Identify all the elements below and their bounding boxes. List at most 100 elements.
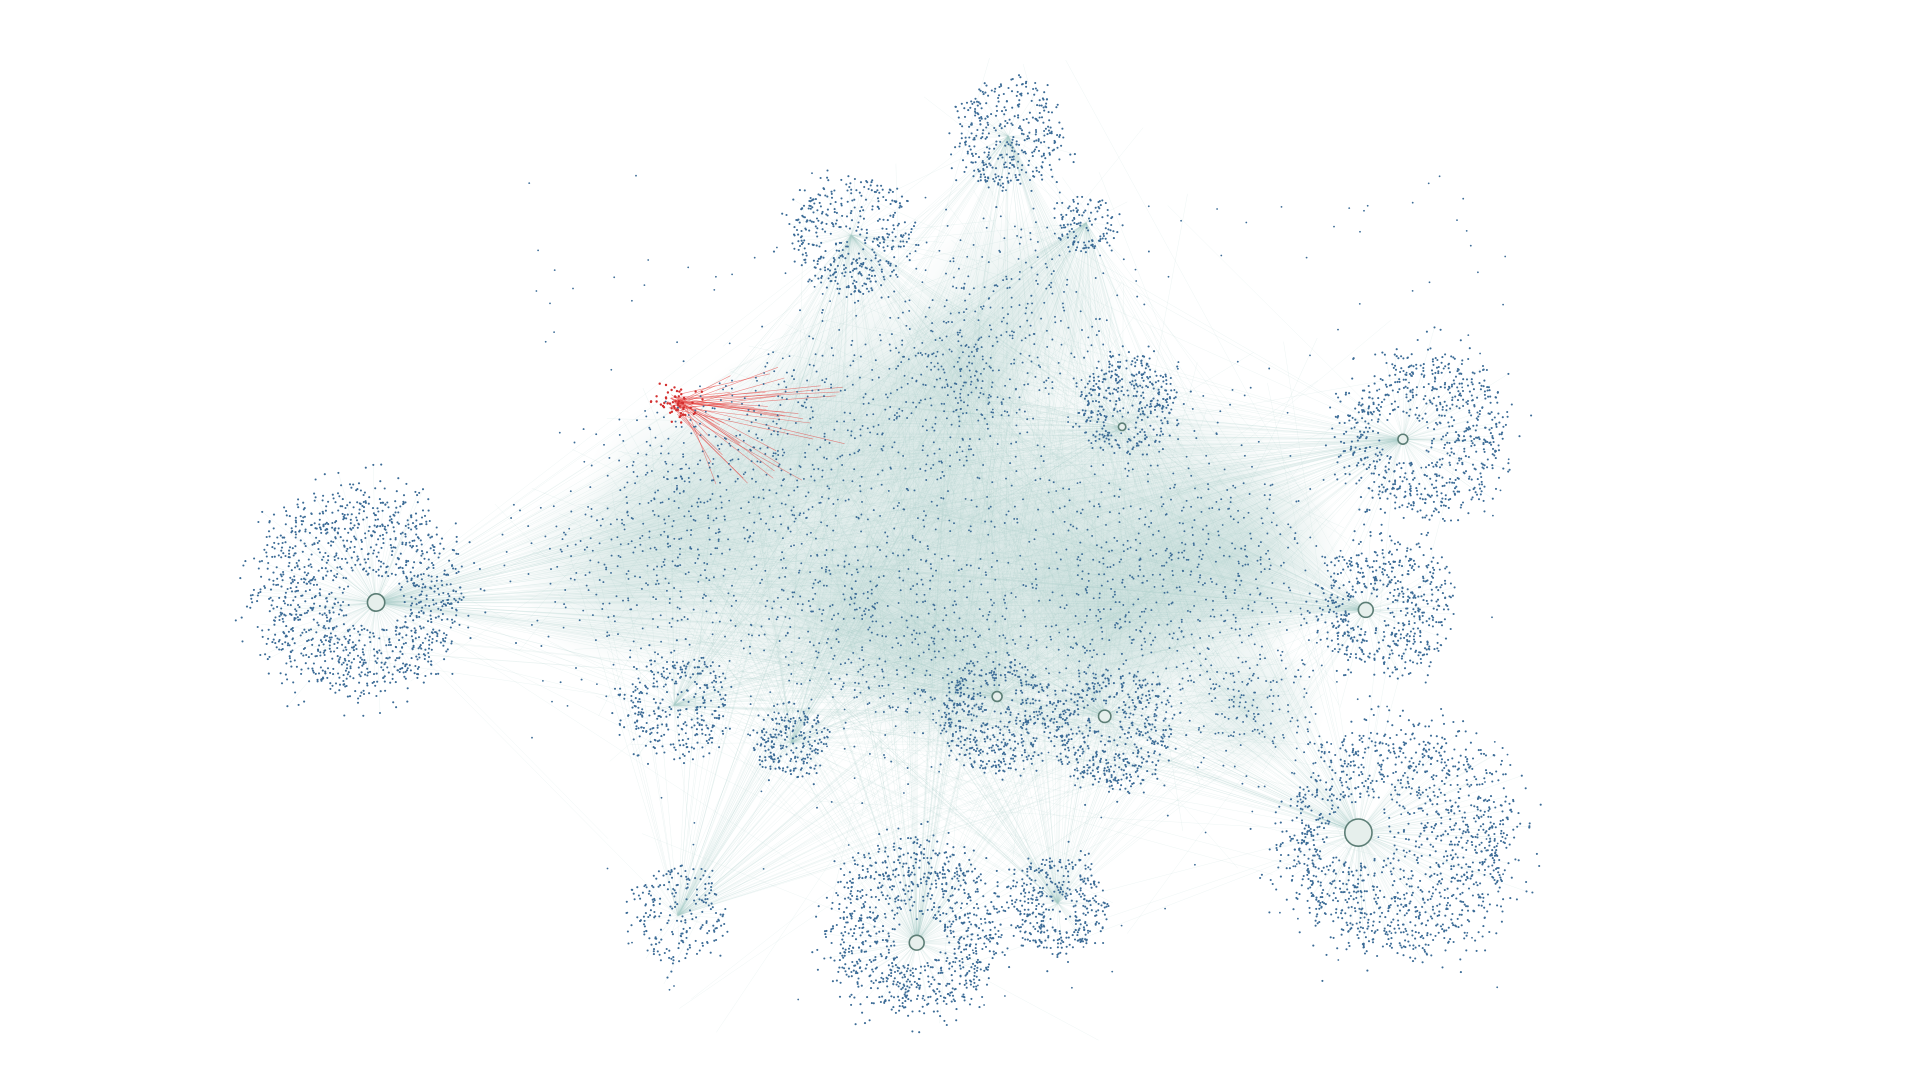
node <box>328 647 331 650</box>
node <box>1034 87 1037 90</box>
edge <box>883 664 1105 717</box>
node <box>836 264 839 267</box>
node <box>1017 160 1020 163</box>
node <box>416 494 419 497</box>
node <box>346 547 349 550</box>
node <box>429 663 433 666</box>
node <box>317 548 320 551</box>
node <box>423 557 426 560</box>
edge <box>623 426 1123 538</box>
node <box>276 577 279 580</box>
node <box>365 570 368 573</box>
edge <box>989 438 1403 458</box>
edge <box>1074 438 1404 620</box>
node <box>245 605 249 608</box>
node <box>1020 129 1024 132</box>
node <box>894 264 898 268</box>
edge <box>1218 439 1404 633</box>
node <box>259 588 262 591</box>
node <box>985 146 989 149</box>
node <box>368 636 371 639</box>
node <box>333 558 336 562</box>
node <box>969 106 972 109</box>
node <box>284 641 287 644</box>
edge <box>1065 222 1087 539</box>
edge <box>671 563 675 706</box>
node <box>390 518 393 521</box>
node <box>321 558 324 561</box>
edge <box>963 696 998 733</box>
node <box>289 651 293 654</box>
node <box>274 616 277 619</box>
node <box>359 694 362 698</box>
node <box>325 561 328 564</box>
node <box>445 633 448 637</box>
node <box>1019 182 1022 185</box>
node <box>892 245 895 248</box>
node <box>415 533 418 536</box>
edge <box>1079 439 1404 693</box>
node <box>850 275 853 278</box>
node <box>1010 78 1013 81</box>
node <box>983 173 986 176</box>
node <box>877 200 880 203</box>
node <box>841 214 844 217</box>
node <box>320 640 323 644</box>
node <box>387 671 390 674</box>
node <box>445 583 448 586</box>
node <box>1106 241 1109 244</box>
node <box>1033 175 1036 178</box>
node <box>399 552 402 555</box>
edge <box>1011 222 1087 424</box>
node <box>851 269 855 272</box>
node <box>392 701 395 704</box>
node <box>364 532 367 535</box>
node <box>345 667 349 670</box>
edge <box>951 379 1403 440</box>
node <box>907 237 910 240</box>
edge <box>733 495 1366 611</box>
node <box>427 660 430 663</box>
edge <box>934 338 1359 833</box>
edge <box>376 602 567 628</box>
node <box>455 608 458 611</box>
node <box>807 280 810 283</box>
node <box>798 244 802 248</box>
highlighted-node <box>677 404 680 407</box>
node <box>322 555 325 558</box>
highlighted-node <box>701 398 704 401</box>
node <box>1000 127 1003 130</box>
node <box>403 675 406 678</box>
node <box>440 618 443 621</box>
node <box>444 603 447 606</box>
node <box>430 575 433 578</box>
edge <box>952 222 1087 381</box>
node <box>829 264 833 267</box>
node <box>1005 153 1008 156</box>
node <box>812 211 815 214</box>
node <box>981 90 984 93</box>
node <box>452 567 455 570</box>
edge <box>996 577 1260 697</box>
node <box>389 681 392 684</box>
node <box>411 566 415 569</box>
fan-edge <box>1402 439 1493 499</box>
node <box>340 484 343 487</box>
node <box>985 165 989 169</box>
highlighted-node <box>676 408 680 412</box>
edge <box>376 481 737 603</box>
node <box>303 565 306 569</box>
fan-edge <box>1022 902 1058 921</box>
node <box>449 626 452 629</box>
node <box>422 572 425 576</box>
node <box>379 480 382 483</box>
node <box>405 541 408 544</box>
edge <box>1043 352 1366 611</box>
node <box>330 591 333 594</box>
node <box>241 640 244 643</box>
node <box>441 612 444 616</box>
node <box>424 585 427 588</box>
node <box>427 651 430 655</box>
node <box>307 580 311 583</box>
node <box>298 568 301 571</box>
